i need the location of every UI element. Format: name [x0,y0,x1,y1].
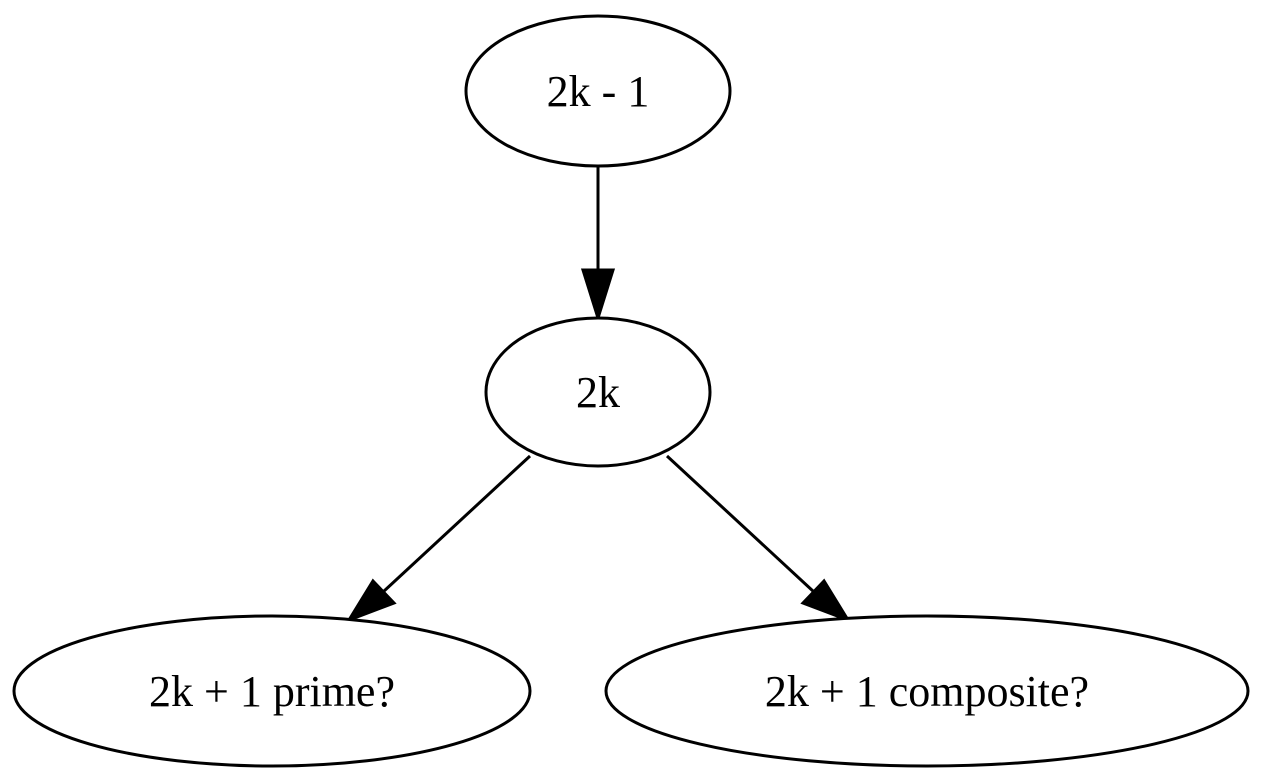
node-label: 2k - 1 [547,67,650,116]
arrowhead [580,268,616,324]
node-label: 2k + 1 prime? [149,667,395,716]
edge-2k-minus-1-to-2k [580,167,616,324]
node-ellipse [604,614,1250,768]
node-prime: 2k + 1 prime? [12,614,532,768]
edge-line [665,454,816,594]
node-2k: 2k [484,316,712,468]
node-label: 2k [576,368,620,417]
node-label: 2k + 1 composite? [765,667,1089,716]
arrowhead [345,578,397,623]
node-ellipse [12,614,532,768]
edge-line [381,454,532,594]
node-ellipse [464,14,732,168]
node-composite: 2k + 1 composite? [604,614,1250,768]
edge-2k-to-prime [345,454,532,623]
node-ellipse [484,316,712,468]
arrowhead [800,578,852,623]
edge-2k-to-composite [665,454,852,623]
node-2k-minus-1: 2k - 1 [464,14,732,168]
